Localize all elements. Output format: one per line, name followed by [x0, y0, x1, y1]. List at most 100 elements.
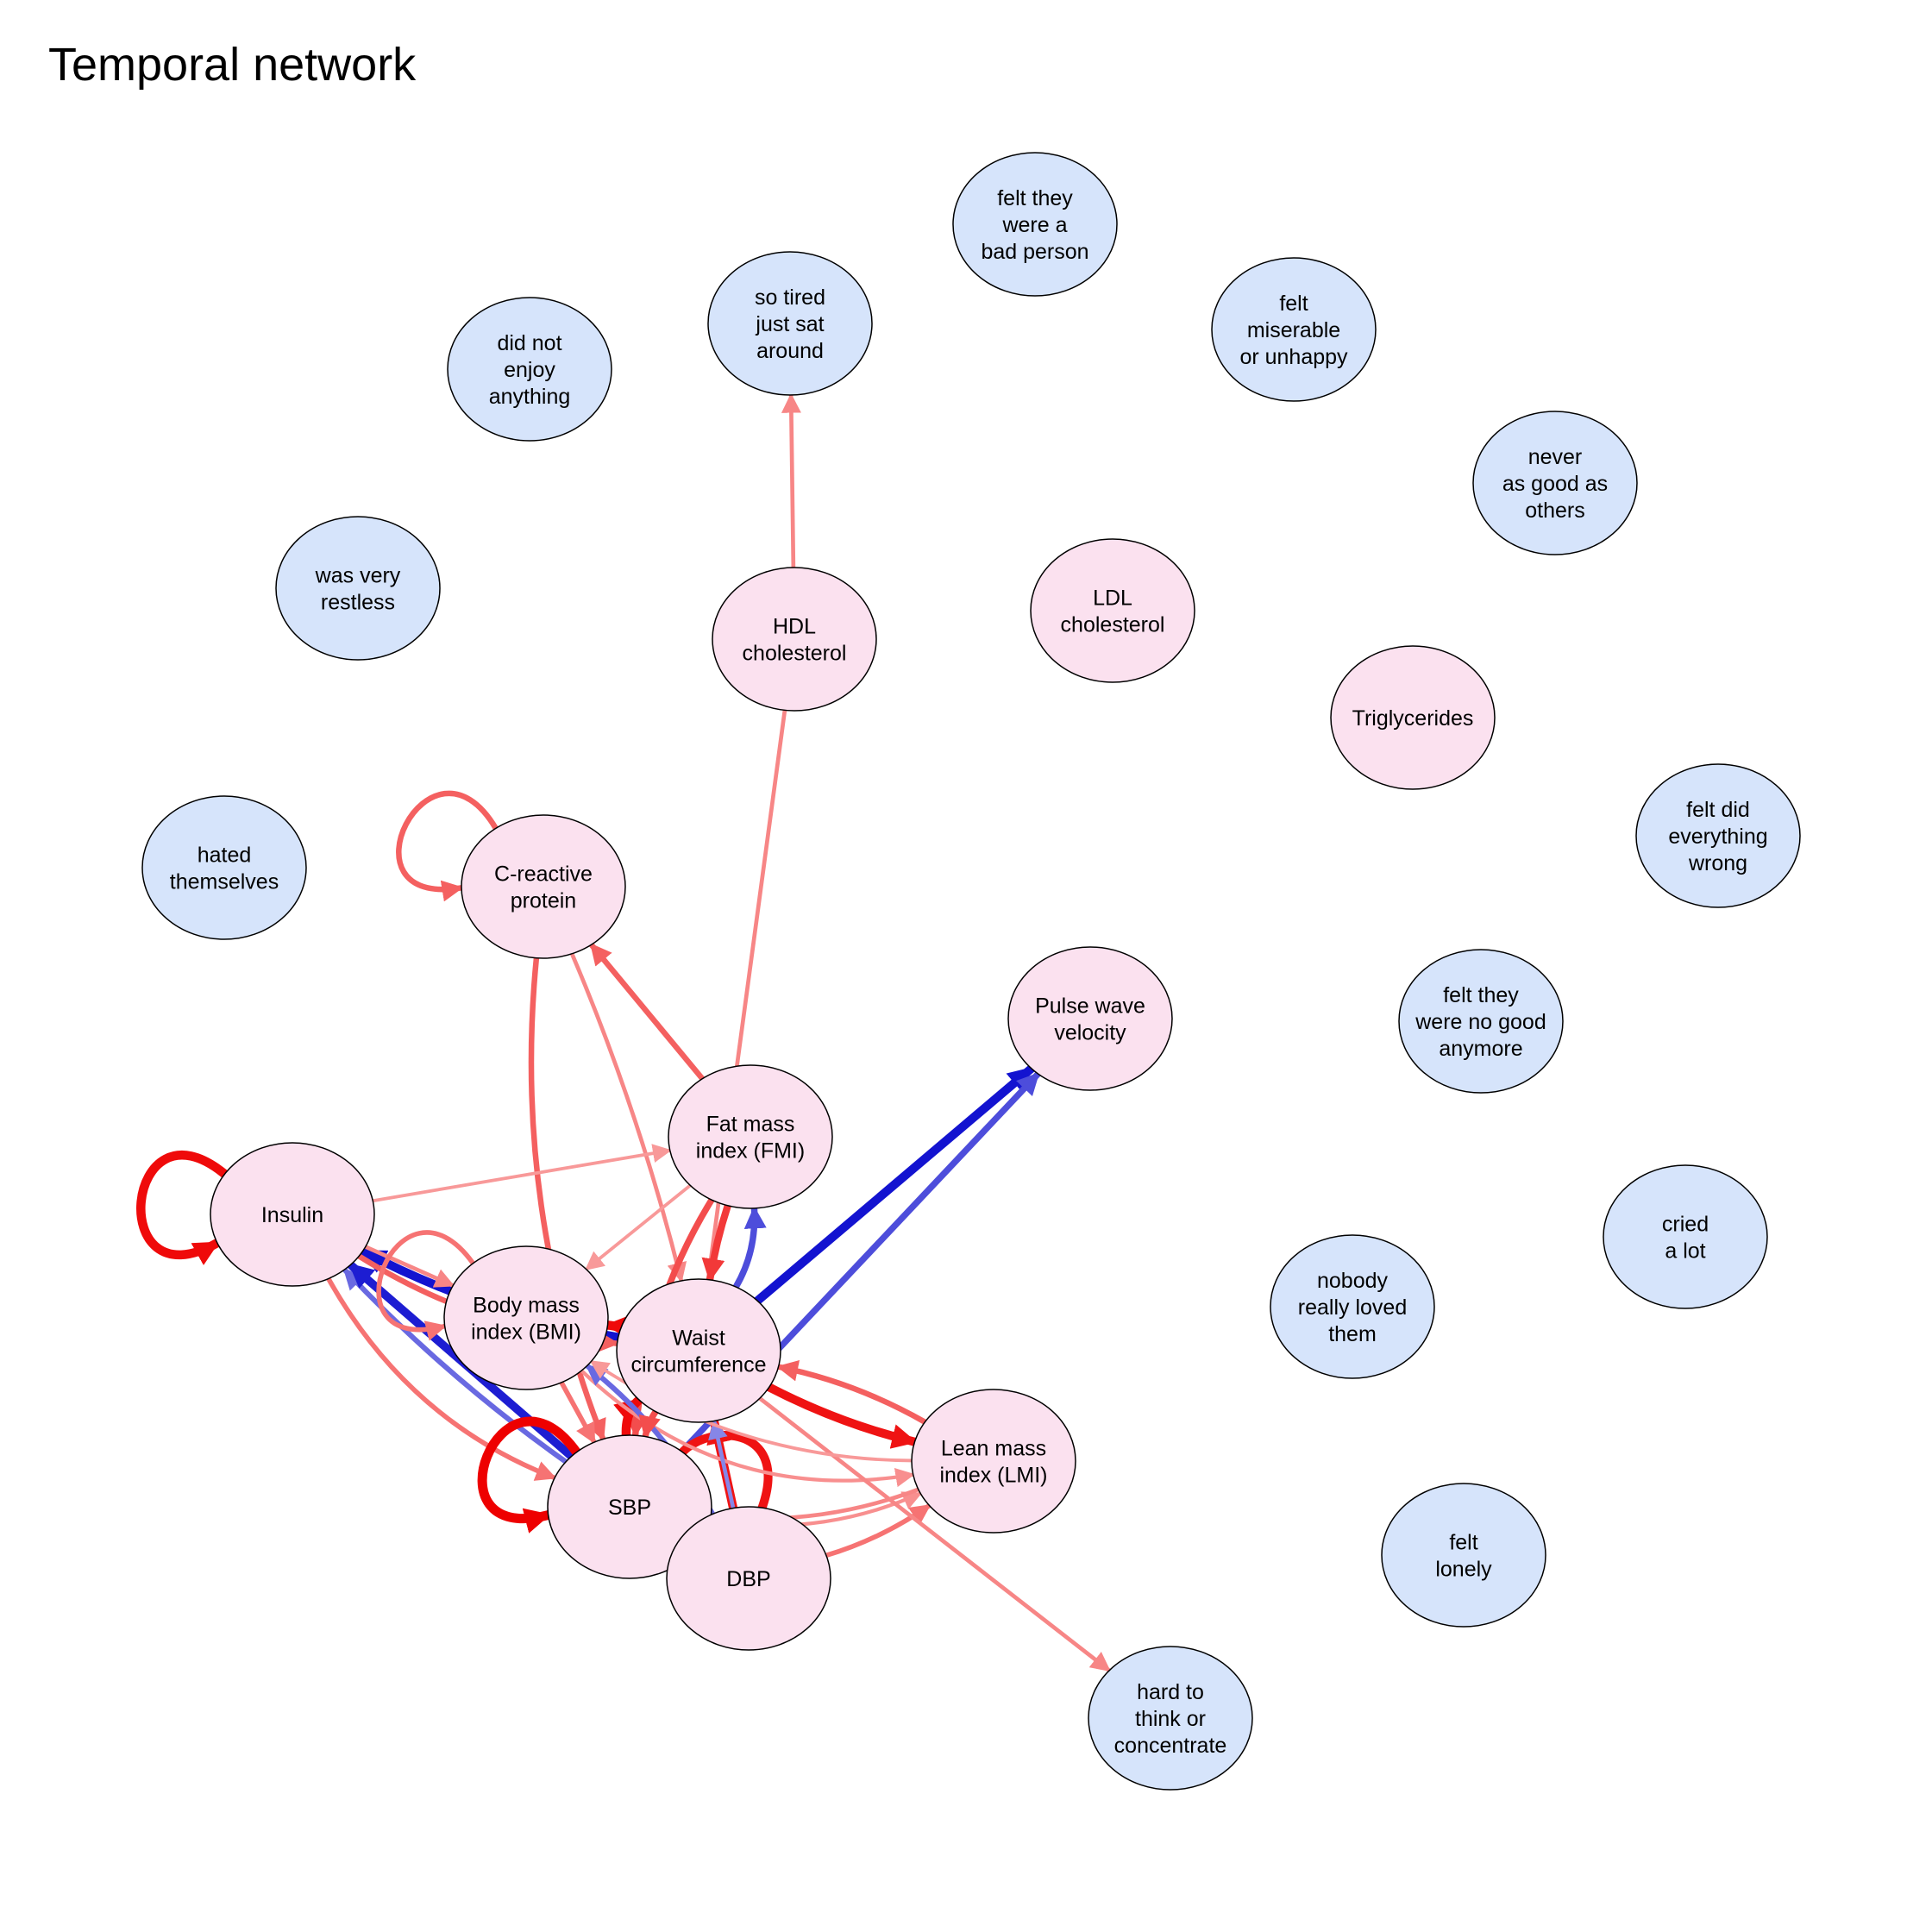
node-ellipse: [447, 297, 612, 442]
edge-sbp-to-waist: [613, 1395, 644, 1440]
node-ellipse: [707, 251, 873, 396]
node-label: think or: [1135, 1707, 1206, 1731]
node-label: Body mass: [473, 1294, 580, 1318]
node-ellipse: [1635, 763, 1801, 908]
node-bad-person: felt they were a bad person: [952, 152, 1118, 297]
edge-insulin-to-bmi: [363, 1245, 455, 1288]
node-label: felt did: [1686, 798, 1750, 822]
node-label: everything: [1668, 825, 1767, 849]
edge-dbp-to-lmi: [824, 1502, 932, 1559]
node-label: around: [756, 339, 824, 363]
node-dbp: DBP: [666, 1506, 831, 1651]
node-label: Fat mass: [706, 1113, 795, 1137]
node-label: Insulin: [261, 1203, 323, 1227]
node-ellipse: [1603, 1164, 1768, 1309]
node-ellipse: [1270, 1234, 1435, 1379]
node-ellipse: [461, 814, 626, 959]
node-label: wrong: [1688, 851, 1747, 875]
node-label: were no good: [1414, 1010, 1546, 1034]
node-label: Triglycerides: [1352, 706, 1474, 731]
edge-bmi-to-bmi: [376, 1230, 476, 1341]
node-label: did not: [497, 331, 561, 355]
node-label: felt they: [997, 186, 1073, 210]
node-label: never: [1528, 445, 1583, 469]
edge-crp-to-waist: [569, 951, 687, 1283]
node-ellipse: [1088, 1646, 1253, 1791]
node-ellipse: [443, 1245, 609, 1390]
node-label: them: [1328, 1322, 1377, 1346]
node-label: others: [1525, 499, 1584, 523]
node-ellipse: [1398, 949, 1564, 1094]
node-label: as good as: [1502, 472, 1608, 496]
node-ellipse: [1472, 411, 1638, 555]
node-label: bad person: [981, 240, 1088, 264]
node-label: felt they: [1443, 983, 1519, 1007]
edge-fmi-to-waist: [701, 1201, 731, 1283]
node-ellipse: [210, 1142, 375, 1287]
node-label: Pulse wave: [1035, 994, 1145, 1019]
edge-insulin-to-fmi: [371, 1144, 672, 1203]
node-label: index (FMI): [696, 1139, 805, 1164]
node-label: HDL: [773, 615, 816, 639]
node-label: felt: [1449, 1531, 1477, 1555]
node-ellipse: [275, 516, 441, 661]
node-label: really loved: [1298, 1295, 1407, 1320]
node-label: cholesterol: [743, 642, 847, 666]
edge-waist-to-concentrate: [757, 1396, 1112, 1673]
node-label: was very: [315, 564, 401, 588]
node-ellipse: [712, 567, 877, 712]
edge-sbp-to-sbp: [477, 1416, 581, 1534]
node-ellipse: [1007, 946, 1173, 1091]
node-label: just sat: [755, 312, 824, 336]
edge-crp-to-crp: [396, 790, 499, 902]
node-label: miserable: [1247, 318, 1340, 342]
edge-bmi-to-sbp: [559, 1380, 597, 1445]
node-label: concentrate: [1114, 1734, 1227, 1758]
edge-crp-to-sbp: [528, 955, 606, 1442]
node-label: nobody: [1317, 1269, 1389, 1293]
node-ellipse: [1030, 538, 1195, 683]
edge-waist-to-sbp: [638, 1408, 661, 1440]
node-hdl: HDL cholesterol: [712, 567, 877, 712]
node-label: hated: [198, 844, 252, 868]
node-insulin: Insulin: [210, 1142, 375, 1287]
node-ellipse: [1211, 257, 1377, 402]
edge-insulin-to-sbp: [325, 1276, 557, 1481]
edge-hdl-to-tired: [781, 392, 801, 570]
node-ellipse: [616, 1278, 781, 1423]
node-never-good: never as good as others: [1472, 411, 1638, 555]
edge-fmi-to-crp: [588, 942, 706, 1082]
node-label: index (LMI): [939, 1464, 1047, 1488]
node-label: themselves: [170, 870, 279, 894]
node-ellipse: [668, 1064, 833, 1209]
edge-fmi-to-bmi: [584, 1183, 693, 1271]
node-lmi: Lean mass index (LMI): [911, 1389, 1076, 1534]
node-label: lonely: [1435, 1558, 1492, 1582]
node-label: SBP: [608, 1496, 651, 1520]
node-ellipse: [952, 152, 1118, 297]
node-sbp: SBP: [547, 1434, 712, 1579]
node-ellipse: [547, 1434, 712, 1579]
node-label: DBP: [726, 1567, 770, 1591]
node-lonely: felt lonely: [1381, 1483, 1546, 1628]
node-label: anything: [489, 385, 571, 409]
node-label: cried: [1662, 1213, 1709, 1237]
node-label: were a: [1001, 213, 1067, 237]
node-label: Lean mass: [941, 1437, 1046, 1461]
node-label: circumference: [631, 1353, 767, 1377]
node-label: felt: [1279, 292, 1308, 316]
node-trig: Triglycerides: [1330, 645, 1496, 790]
